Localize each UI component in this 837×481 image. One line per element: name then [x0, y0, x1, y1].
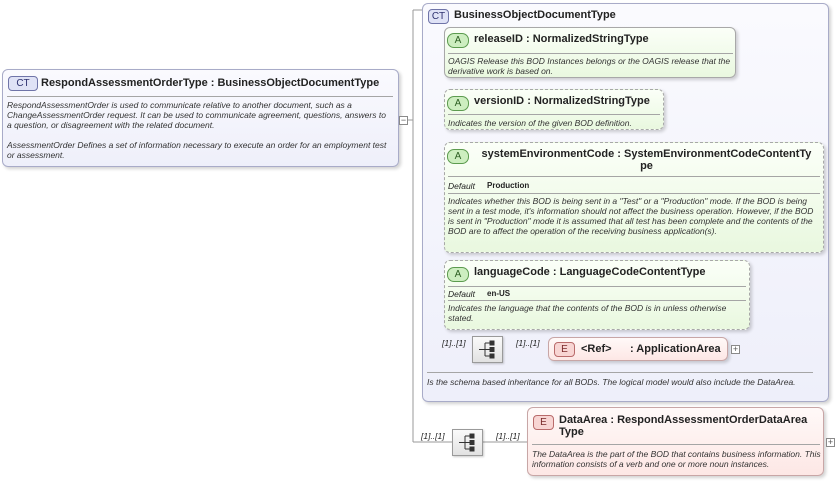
- separator: [448, 176, 820, 177]
- attribute-documentation: OAGIS Release this BOD Instances belongs…: [448, 56, 731, 76]
- separator: [532, 444, 820, 445]
- default-label: Default: [448, 181, 475, 191]
- default-value: en-US: [487, 289, 511, 298]
- separator: [448, 286, 746, 287]
- element-multiplicity: [1]..[1]: [496, 431, 520, 441]
- attribute-name: releaseID: [474, 33, 523, 45]
- default-label: Default: [448, 289, 475, 299]
- attribute-title: languageCode : LanguageCodeContentType: [474, 266, 706, 278]
- attribute-badge: A: [447, 149, 469, 164]
- base-documentation: Is the schema based inheritance for all …: [427, 377, 796, 387]
- root-type-title: RespondAssessmentOrderType : BusinessObj…: [41, 77, 380, 89]
- attribute-type: NormalizedStringType: [532, 33, 649, 45]
- collapse-minus-icon[interactable]: −: [399, 115, 408, 125]
- attribute-badge: A: [447, 267, 469, 282]
- expand-plus-icon[interactable]: +: [731, 344, 740, 354]
- element-name: DataArea: [559, 414, 608, 426]
- separator: [448, 114, 660, 115]
- element-badge: E: [533, 415, 554, 430]
- attribute-documentation: Indicates the language that the contents…: [448, 303, 727, 323]
- complex-type-badge: CT: [8, 76, 38, 91]
- element-badge: E: [554, 342, 575, 357]
- root-complex-type-box[interactable]: CT RespondAssessmentOrderType : Business…: [2, 69, 399, 167]
- attribute-documentation: Indicates the version of the given BOD d…: [448, 118, 632, 128]
- separator: [448, 53, 733, 54]
- element-applicationarea[interactable]: E <Ref> : ApplicationArea: [548, 337, 728, 361]
- sequence-compositor-icon[interactable]: [472, 336, 503, 363]
- element-multiplicity: [1]..[1]: [516, 338, 540, 348]
- separator: [448, 193, 820, 194]
- element-dataarea[interactable]: E DataArea : RespondAssessmentOrderDataA…: [527, 407, 824, 476]
- attribute-versionid[interactable]: A versionID : NormalizedStringType Indic…: [444, 89, 664, 130]
- default-value: Production: [487, 181, 530, 190]
- expand-plus-icon[interactable]: +: [826, 437, 835, 447]
- attribute-releaseid[interactable]: A releaseID : NormalizedStringType OAGIS…: [444, 27, 736, 78]
- attribute-systemenvironmentcode[interactable]: A systemEnvironmentCode : SystemEnvironm…: [444, 142, 824, 253]
- complex-type-badge: CT: [428, 9, 449, 24]
- attribute-name: languageCode: [474, 266, 550, 278]
- attribute-type: LanguageCodeContentType: [559, 266, 706, 278]
- base-type-title: BusinessObjectDocumentType: [454, 9, 616, 21]
- element-type: : ApplicationArea: [630, 343, 721, 355]
- separator: [427, 372, 813, 373]
- attribute-title: systemEnvironmentCode : SystemEnvironmen…: [481, 148, 812, 172]
- attribute-name: versionID: [474, 95, 525, 107]
- attribute-languagecode[interactable]: A languageCode : LanguageCodeContentType…: [444, 260, 750, 330]
- separator: [7, 96, 393, 97]
- element-ref-name: <Ref>: [581, 343, 612, 355]
- separator: [448, 300, 746, 301]
- root-documentation: RespondAssessmentOrder is used to commun…: [7, 100, 386, 130]
- attribute-name: systemEnvironmentCode: [481, 148, 615, 160]
- sequence-multiplicity: [1]..[1]: [442, 338, 466, 348]
- sequence-compositor-icon[interactable]: [452, 429, 483, 456]
- element-documentation: The DataArea is the part of the BOD that…: [532, 449, 821, 469]
- attribute-type: NormalizedStringType: [533, 95, 650, 107]
- sequence-multiplicity: [1]..[1]: [421, 431, 445, 441]
- element-type: : RespondAssessmentOrderDataArea Type: [559, 414, 808, 438]
- attribute-title: releaseID : NormalizedStringType: [474, 33, 649, 45]
- attribute-type: SystemEnvironmentCodeContentTy pe: [624, 148, 812, 172]
- attribute-title: versionID : NormalizedStringType: [474, 95, 650, 107]
- root-documentation-2: AssessmentOrder Defines a set of informa…: [7, 140, 387, 160]
- element-title: DataArea : RespondAssessmentOrderDataAre…: [559, 414, 821, 438]
- attribute-badge: A: [447, 33, 469, 48]
- attribute-badge: A: [447, 96, 469, 111]
- attribute-documentation: Indicates whether this BOD is being sent…: [448, 196, 814, 236]
